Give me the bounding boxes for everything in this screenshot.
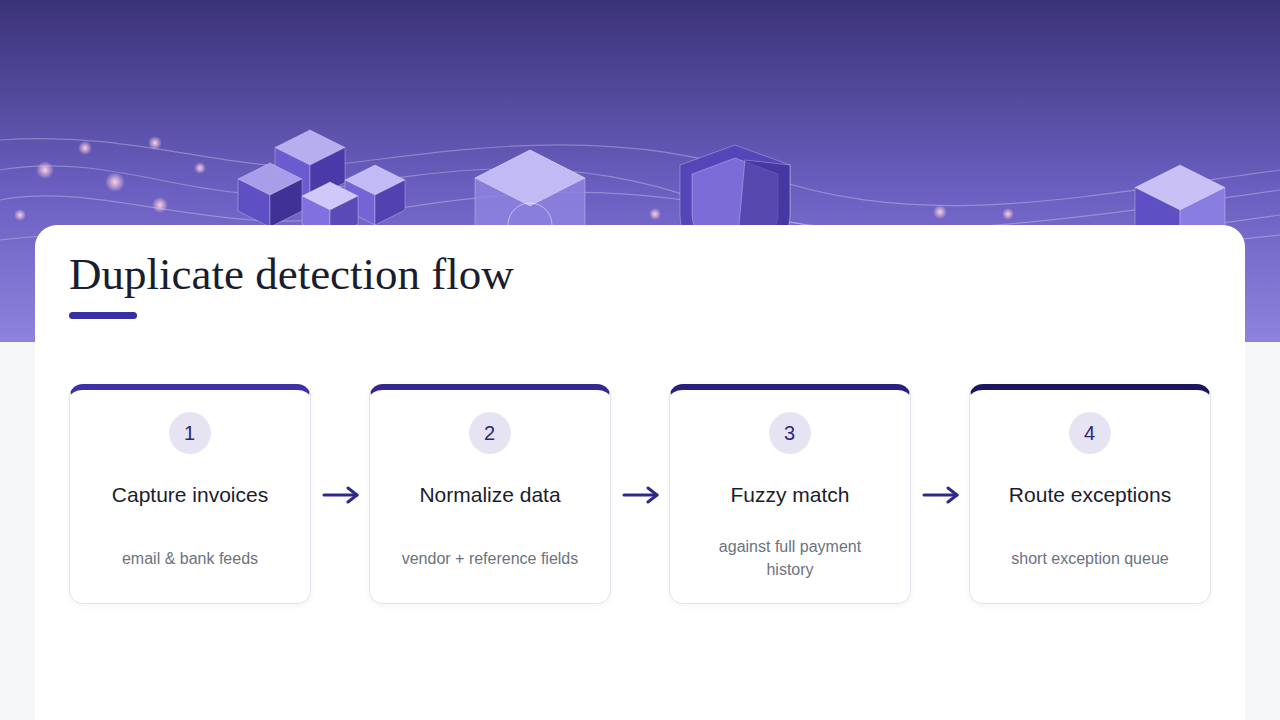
step-heading: Normalize data [370, 482, 610, 508]
process-box: Route exceptions short exception queue 4 [969, 384, 1211, 604]
step-number: 1 [169, 412, 211, 454]
step-heading: Fuzzy match [670, 482, 910, 508]
step-description: vendor + reference fields [402, 547, 579, 570]
process-box: Capture invoices email & bank feeds 1 [69, 384, 311, 604]
step-number-circle: 2 [469, 412, 511, 454]
step-number: 2 [469, 412, 511, 454]
process-box: Fuzzy match against full payment history 3 [669, 384, 911, 604]
process-box: Normalize data vendor + reference fields 2 [369, 384, 611, 604]
flow-arrow [624, 494, 657, 497]
step-number-circle: 3 [769, 412, 811, 454]
step-heading: Route exceptions [970, 482, 1210, 508]
step-description: short exception queue [1011, 547, 1168, 570]
step-number: 3 [769, 412, 811, 454]
step-number: 4 [1069, 412, 1111, 454]
flow-arrow [924, 494, 957, 497]
step-number-circle: 4 [1069, 412, 1111, 454]
diagram-title: Duplicate detection flow [69, 246, 514, 302]
step-number-circle: 1 [169, 412, 211, 454]
flow-arrow [324, 494, 357, 497]
step-description: against full payment history [698, 535, 883, 581]
title-underline [69, 312, 137, 319]
step-heading: Capture invoices [70, 482, 310, 508]
step-description: email & bank feeds [122, 547, 258, 570]
